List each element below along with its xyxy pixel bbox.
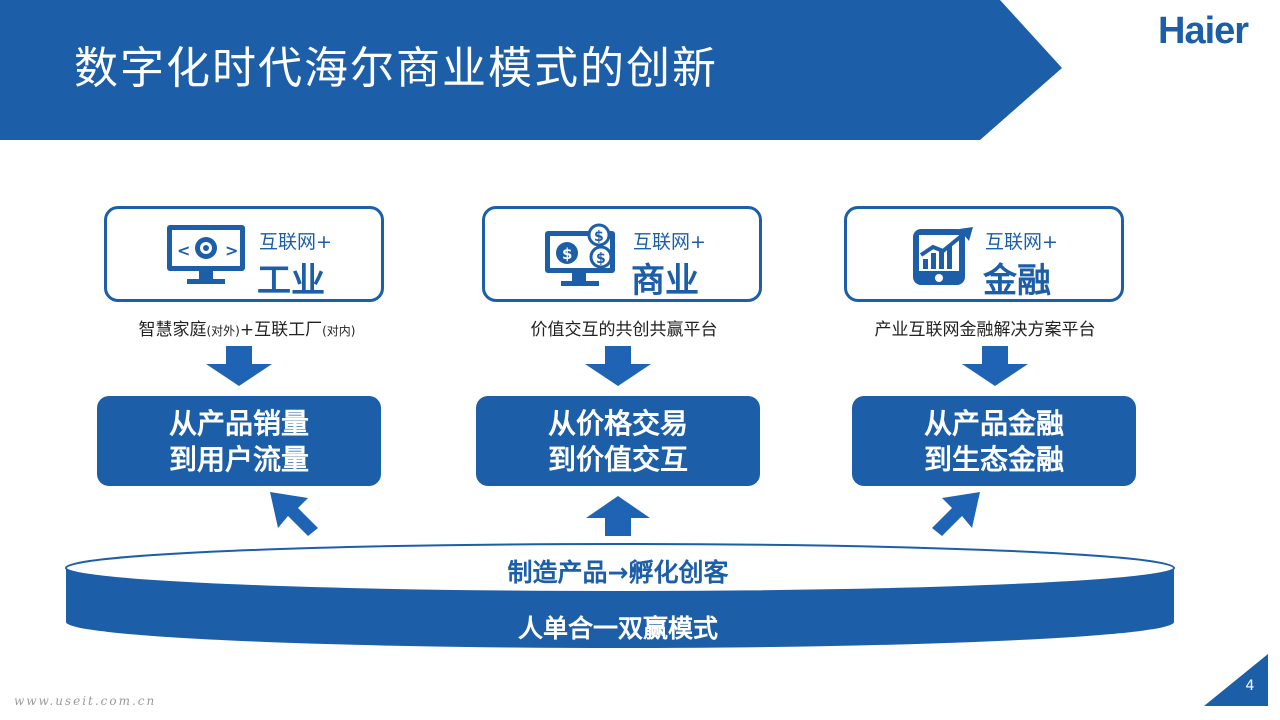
card-finance-title: 金融	[983, 261, 1051, 301]
card-commerce: $ $ $ 互联网+ 商业	[482, 206, 762, 302]
monitor-coins-icon: $ $ $	[545, 223, 615, 286]
box-finance-line1: 从产品金融	[923, 407, 1064, 440]
tablet-chart-icon	[913, 227, 973, 285]
monitor-gear-icon: < >	[167, 225, 245, 284]
watermark: www.useit.com.cn	[14, 694, 157, 708]
page-corner-shape	[1204, 654, 1268, 706]
platform-top-label: 制造产品→孵化创客	[507, 558, 729, 587]
box-industry-line1: 从产品销量	[168, 407, 309, 440]
box-finance-line2: 到生态金融	[923, 443, 1064, 476]
caption-finance: 产业互联网金融解决方案平台	[874, 320, 1096, 340]
caption-industry-b: +互联工厂	[239, 320, 323, 340]
card-finance-prefix: 互联网+	[985, 231, 1058, 253]
title-banner	[0, 0, 1064, 140]
title-banner-shape	[0, 0, 1062, 140]
caption-industry-b-note: (对内)	[322, 324, 356, 338]
caption-commerce: 价值交互的共创共赢平台	[530, 320, 718, 340]
card-finance: 互联网+ 金融	[844, 206, 1124, 302]
down-arrow-industry	[206, 346, 272, 386]
svg-text:$: $	[596, 251, 606, 267]
page-number: 4	[1245, 678, 1255, 694]
card-commerce-prefix: 互联网+	[633, 231, 706, 253]
platform-bottom-label: 人单合一双赢模式	[517, 614, 718, 643]
caption-industry-a: 智慧家庭	[138, 320, 207, 340]
up-arrow-finance	[932, 492, 980, 536]
down-arrow-finance	[962, 346, 1028, 386]
down-arrow-commerce	[585, 346, 651, 386]
up-arrow-industry	[270, 492, 318, 536]
box-industry: 从产品销量 到用户流量	[97, 396, 381, 486]
svg-text:<: <	[177, 241, 190, 260]
page-title: 数字化时代海尔商业模式的创新	[74, 43, 718, 94]
platform-cylinder	[65, 543, 1175, 648]
box-commerce-line2: 到价值交互	[547, 443, 688, 476]
box-industry-line2: 到用户流量	[168, 443, 309, 476]
box-commerce: 从价格交易 到价值交互	[476, 396, 760, 486]
card-industry: < > 互联网+ 工业	[104, 206, 384, 302]
haier-logo: Haier	[1158, 10, 1249, 52]
caption-industry-a-note: (对外)	[206, 324, 240, 338]
svg-text:$: $	[562, 245, 572, 263]
up-arrow-commerce	[586, 496, 650, 536]
card-industry-title: 工业	[257, 261, 325, 301]
card-industry-prefix: 互联网+	[259, 231, 332, 253]
box-commerce-line1: 从价格交易	[547, 407, 688, 440]
card-commerce-title: 商业	[631, 261, 699, 301]
svg-text:>: >	[225, 241, 238, 260]
caption-industry: 智慧家庭(对外)+互联工厂(对内)	[92, 315, 402, 340]
box-finance: 从产品金融 到生态金融	[852, 396, 1136, 486]
svg-text:$: $	[594, 229, 604, 245]
